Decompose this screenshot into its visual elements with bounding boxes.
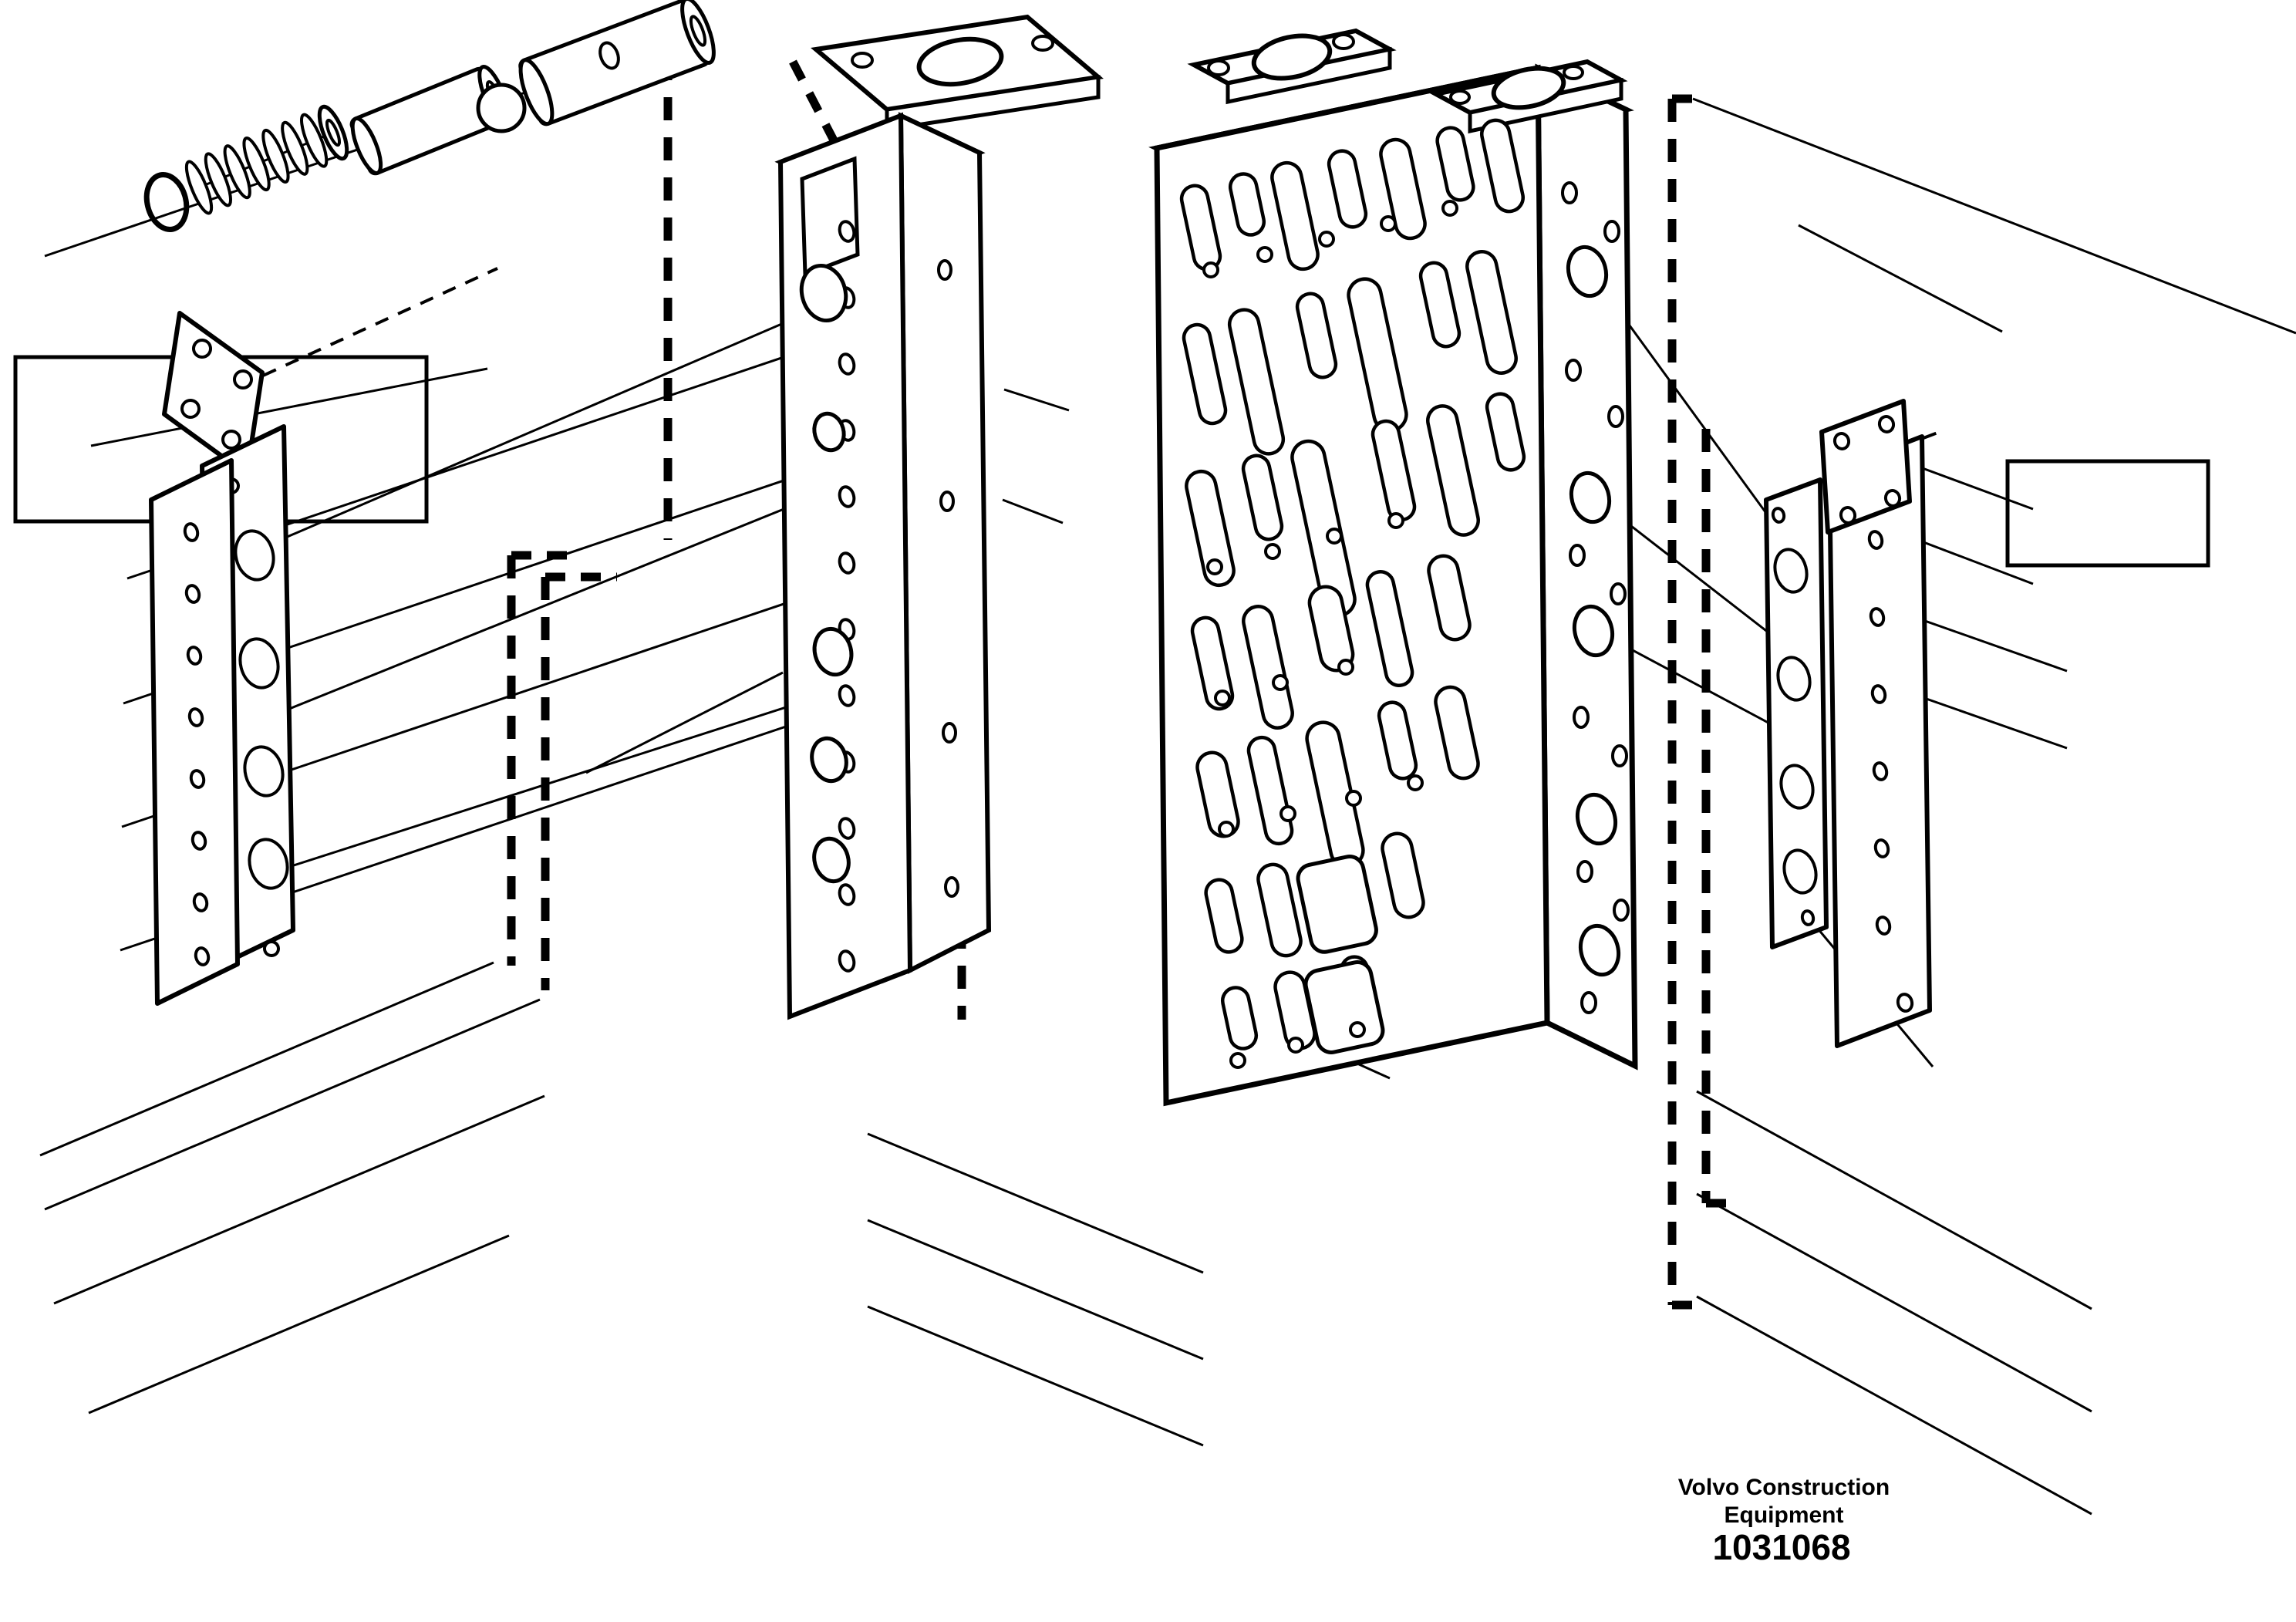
figure-number: 1031068	[1712, 1527, 1850, 1567]
left-end-section	[774, 14, 1104, 1020]
cover-plate-10	[1819, 399, 1912, 534]
ball-22	[476, 83, 527, 133]
front-plate-left	[149, 458, 240, 1006]
figure-footer: Volvo Construction Equipment 1031068	[1678, 1475, 1890, 1567]
piston-21	[518, 0, 716, 126]
valve-body	[1148, 28, 1638, 1107]
cover-plate-41	[162, 311, 265, 477]
bracket-10	[2005, 459, 2210, 568]
alignment-dashes	[173, 17, 1944, 1310]
snap-ring-25	[143, 172, 190, 232]
gasket-plate-17	[1764, 477, 1829, 949]
brand-line-2: Equipment	[1725, 1502, 1844, 1528]
brand-line-1: Volvo Construction	[1678, 1475, 1890, 1500]
spring-24	[184, 104, 349, 215]
